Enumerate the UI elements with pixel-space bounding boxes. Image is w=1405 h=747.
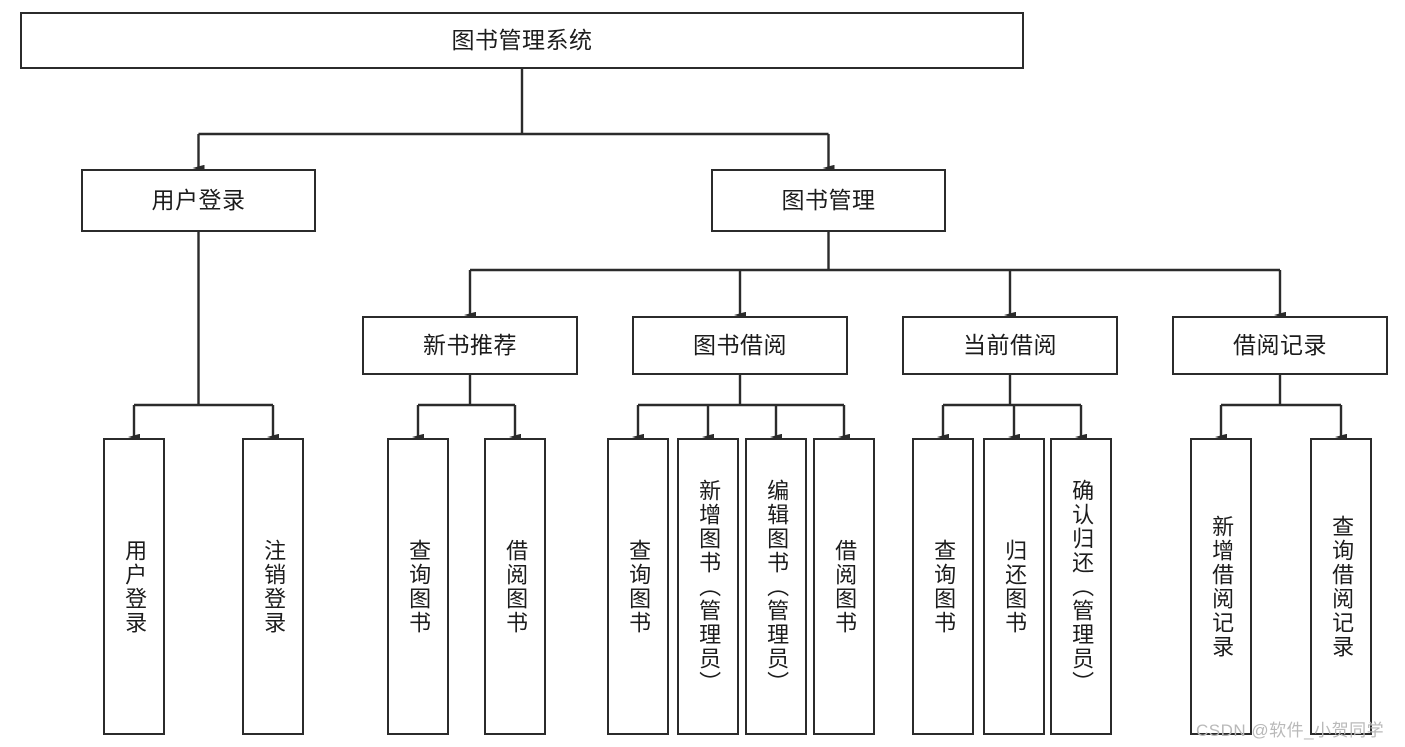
node-leaf-user-login[interactable]: 用户登录 bbox=[103, 438, 165, 735]
node-label-leaf-query-book-3: 查询图书 bbox=[931, 538, 957, 635]
node-label-book-manage: 图书管理 bbox=[781, 186, 876, 213]
node-leaf-edit-book[interactable]: 编辑图书（管理员） bbox=[745, 438, 807, 735]
node-current-borrow[interactable]: 当前借阅 bbox=[902, 316, 1118, 375]
node-label-leaf-logout: 注销登录 bbox=[261, 538, 287, 635]
connector-lines bbox=[128, 69, 1347, 441]
node-leaf-query-record[interactable]: 查询借阅记录 bbox=[1310, 438, 1372, 735]
node-borrow-record[interactable]: 借阅记录 bbox=[1172, 316, 1388, 375]
node-label-leaf-add-record: 新增借阅记录 bbox=[1209, 514, 1235, 659]
node-leaf-return-book[interactable]: 归还图书 bbox=[983, 438, 1045, 735]
node-leaf-query-book-3[interactable]: 查询图书 bbox=[912, 438, 974, 735]
watermark-text: CSDN @软件_小贺同学 bbox=[1196, 721, 1385, 740]
node-book-borrow[interactable]: 图书借阅 bbox=[632, 316, 848, 375]
node-leaf-confirm-return[interactable]: 确认归还（管理员） bbox=[1050, 438, 1112, 735]
node-leaf-logout[interactable]: 注销登录 bbox=[242, 438, 304, 735]
node-root[interactable]: 图书管理系统 bbox=[20, 12, 1024, 69]
node-leaf-add-record[interactable]: 新增借阅记录 bbox=[1190, 438, 1252, 735]
node-label-new-book-recommend: 新书推荐 bbox=[423, 331, 517, 358]
node-label-leaf-return-book: 归还图书 bbox=[1002, 538, 1028, 635]
node-leaf-add-book[interactable]: 新增图书（管理员） bbox=[677, 438, 739, 735]
node-label-user-login: 用户登录 bbox=[151, 186, 246, 213]
node-label-root: 图书管理系统 bbox=[451, 26, 593, 53]
node-label-leaf-query-book-2: 查询图书 bbox=[626, 538, 652, 635]
node-label-book-borrow: 图书借阅 bbox=[693, 331, 787, 358]
node-new-book-recommend[interactable]: 新书推荐 bbox=[362, 316, 578, 375]
node-label-leaf-borrow-book-2: 借阅图书 bbox=[832, 538, 858, 635]
node-user-login[interactable]: 用户登录 bbox=[81, 169, 316, 232]
node-leaf-query-book-1[interactable]: 查询图书 bbox=[387, 438, 449, 735]
node-label-leaf-borrow-book-1: 借阅图书 bbox=[503, 538, 529, 635]
node-book-manage[interactable]: 图书管理 bbox=[711, 169, 946, 232]
node-leaf-query-book-2[interactable]: 查询图书 bbox=[607, 438, 669, 735]
node-leaf-borrow-book-1[interactable]: 借阅图书 bbox=[484, 438, 546, 735]
node-label-leaf-add-book: 新增图书（管理员） bbox=[696, 478, 722, 695]
node-label-leaf-confirm-return: 确认归还（管理员） bbox=[1069, 478, 1095, 695]
node-label-leaf-query-book-1: 查询图书 bbox=[406, 538, 432, 635]
node-label-current-borrow: 当前借阅 bbox=[963, 331, 1057, 358]
node-label-leaf-edit-book: 编辑图书（管理员） bbox=[764, 478, 790, 695]
node-label-borrow-record: 借阅记录 bbox=[1233, 331, 1327, 358]
node-leaf-borrow-book-2[interactable]: 借阅图书 bbox=[813, 438, 875, 735]
node-label-leaf-user-login: 用户登录 bbox=[122, 538, 148, 635]
node-label-leaf-query-record: 查询借阅记录 bbox=[1329, 514, 1355, 659]
